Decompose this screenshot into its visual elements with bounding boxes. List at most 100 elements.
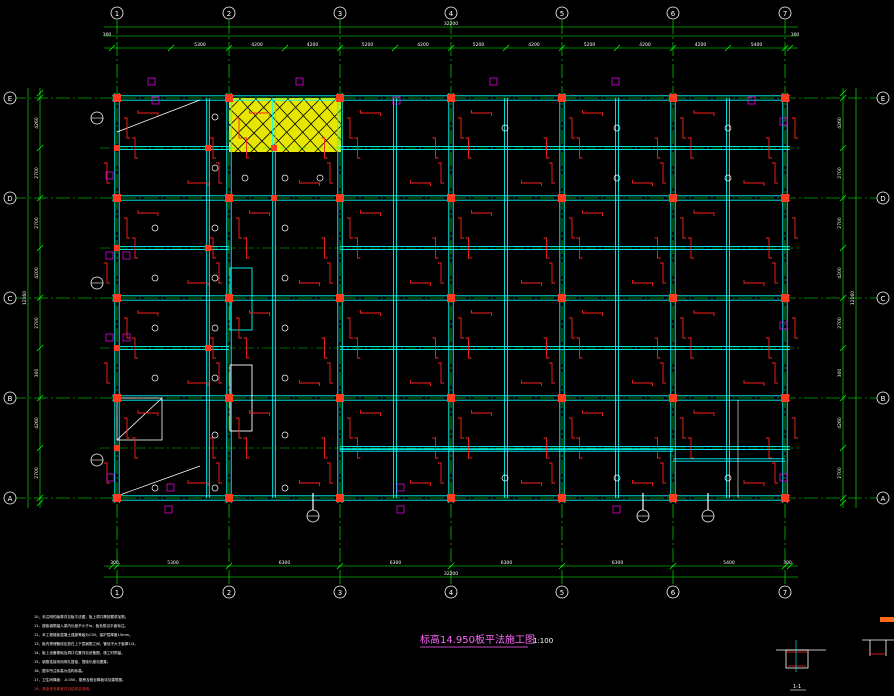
dimension-text: 6300: [612, 560, 624, 566]
rebar-mark: [582, 310, 603, 316]
slab-marker-circle: [211, 374, 219, 382]
slab-label-box: [122, 251, 131, 260]
axis-bubble-label: A: [881, 495, 886, 503]
rebar-mark: [347, 217, 353, 239]
rebar-mark: [354, 437, 361, 459]
column: [447, 94, 455, 102]
rebar-mark: [438, 362, 444, 384]
dimension-text: 5200: [473, 42, 485, 48]
rebar-mark: [688, 237, 694, 259]
rebar-mark: [543, 137, 550, 159]
slab-label-box: [396, 483, 405, 492]
note-line: 14、板上设备基础及洞口位置详见设备图，施工时预留。: [34, 650, 125, 655]
dimension-tick: [839, 94, 847, 102]
axis-bubble-circle: [444, 585, 458, 599]
dimension-tick: [36, 244, 44, 252]
slab-marker-circle: [316, 174, 324, 182]
rebar-mark: [249, 410, 270, 416]
rebar-mark: [236, 417, 242, 439]
rebar-mark: [327, 362, 333, 384]
rebar-mark: [582, 410, 603, 416]
slab-marker-circle: [241, 174, 249, 182]
slab-marker-circle: [281, 431, 289, 439]
rebar-mark: [680, 117, 686, 139]
dimension-tick: [669, 562, 677, 570]
axis-bubble-label: D: [7, 195, 12, 203]
axis-bubble-label: D: [880, 195, 885, 203]
rebar-mark: [772, 162, 778, 184]
hatched-slab-area: [228, 97, 342, 153]
slab-label-box: [151, 96, 160, 105]
dimension-tick: [36, 144, 44, 152]
slab-marker-circle: [281, 174, 289, 182]
rebar-mark: [772, 362, 778, 384]
axis-bubble-label: 3: [338, 10, 342, 18]
axis-bubble-label: C: [881, 295, 886, 303]
rebar-mark: [471, 310, 492, 316]
column: [336, 394, 344, 402]
overall-dimension-text: 32200: [444, 571, 458, 577]
dimension-tick: [36, 194, 44, 202]
column: [113, 94, 121, 102]
rebar-mark: [654, 137, 661, 159]
slab-marker-circle: [501, 474, 509, 482]
slab-label-box: [295, 77, 304, 86]
rebar-mark: [137, 110, 159, 116]
dimension-text: 4200: [695, 42, 707, 48]
rebar-mark: [632, 180, 653, 186]
rebar-mark: [104, 462, 110, 484]
dimension-text: 300: [791, 32, 800, 38]
rebar-mark: [216, 362, 222, 384]
rebar-marks: [104, 110, 798, 486]
rebar-mark: [458, 117, 464, 139]
rebar-mark: [137, 210, 159, 216]
slab-marker-circle: [211, 224, 219, 232]
axis-bubble-circle: [222, 585, 236, 599]
rebar-mark: [743, 280, 765, 286]
note-line: 15、钢筋连接采用绑扎搭接，搭接长度见图集。: [34, 659, 110, 664]
rebar-mark: [582, 210, 603, 216]
dimension-text: 4260: [34, 417, 40, 429]
dimension-text: 2700: [34, 217, 40, 229]
slab-marker-circle: [211, 113, 219, 121]
dimension-tick: [225, 562, 233, 570]
dimension-tick: [839, 394, 847, 402]
rebar-mark: [766, 137, 772, 159]
column: [558, 194, 566, 202]
rebar-mark: [471, 410, 492, 416]
column-small: [205, 345, 211, 351]
rebar-mark: [132, 437, 138, 459]
column: [113, 294, 121, 302]
dimension-text: 6300: [279, 560, 291, 566]
rebar-mark: [124, 417, 130, 439]
slab-marker-circle: [281, 224, 289, 232]
rebar-mark: [792, 217, 798, 239]
dimension-tick: [786, 562, 794, 570]
dimension-tick: [786, 44, 794, 52]
columns: [113, 94, 789, 502]
axis-bubble-circle: [876, 291, 890, 305]
slab-marker-circle: [724, 474, 732, 482]
rebar-mark: [327, 262, 333, 284]
dimension-text: 4200: [307, 42, 319, 48]
rebar-mark: [680, 217, 686, 239]
dimension-tick: [839, 499, 847, 507]
rebar-mark: [137, 310, 159, 316]
dimension-text: 300: [783, 560, 792, 566]
column: [113, 494, 121, 502]
rebar-mark: [766, 237, 772, 259]
column-small: [271, 145, 277, 151]
dimension-tick: [724, 44, 732, 52]
slab-label-box: [105, 251, 114, 260]
column: [336, 94, 344, 102]
axis-bubble-label: 4: [449, 10, 454, 18]
axis-bubble-label: C: [8, 295, 13, 303]
axis-bubble-label: 5: [560, 10, 564, 18]
slab-marker-circle: [613, 474, 621, 482]
rebar-mark: [347, 417, 353, 439]
slab-marker-circle: [151, 274, 159, 282]
rebar-mark: [360, 210, 381, 216]
note-line: 16、图中所注标高为结构标高。: [34, 668, 85, 673]
